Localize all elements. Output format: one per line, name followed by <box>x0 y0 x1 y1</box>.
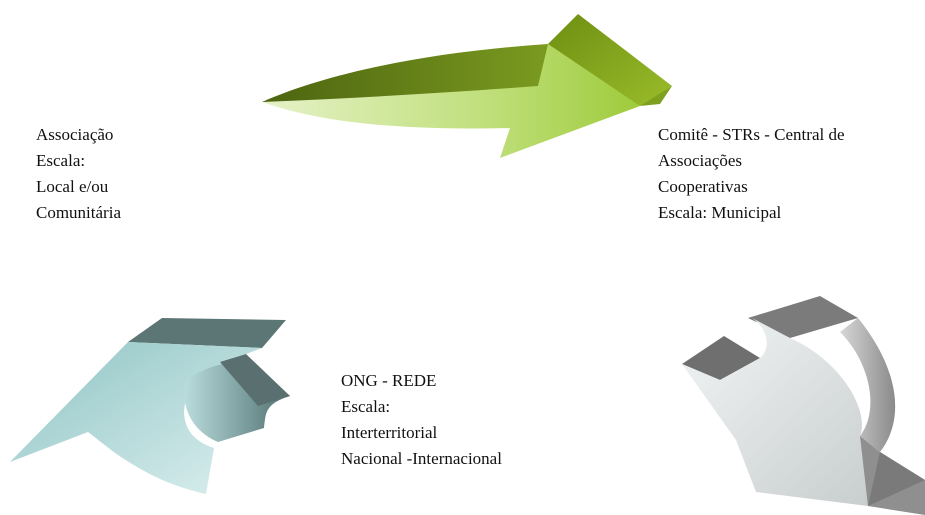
node-ong-line-1: ONG - REDE <box>341 371 437 390</box>
node-associacao-line-1: Associação <box>36 125 114 144</box>
node-comite-line-2: Associações <box>658 151 743 170</box>
node-associacao-line-3: Local e/ou <box>36 177 109 196</box>
node-associacao-line-2: Escala: <box>36 151 86 170</box>
node-associacao: Associação Escala: Local e/ou Comunitári… <box>36 122 121 226</box>
node-ong: ONG - REDE Escala: Interterritorial Naci… <box>341 368 502 472</box>
node-comite-line-1: Comitê - STRs - Central de <box>658 125 845 144</box>
node-associacao-line-4: Comunitária <box>36 203 121 222</box>
node-ong-line-4: Nacional -Internacional <box>341 449 502 468</box>
node-ong-line-3: Interterritorial <box>341 423 438 442</box>
node-comite: Comitê - STRs - Central de Associações C… <box>658 122 845 226</box>
node-ong-line-2: Escala: <box>341 397 391 416</box>
node-comite-line-4: Escala: Municipal <box>658 203 782 222</box>
node-comite-line-3: Cooperativas <box>658 177 748 196</box>
